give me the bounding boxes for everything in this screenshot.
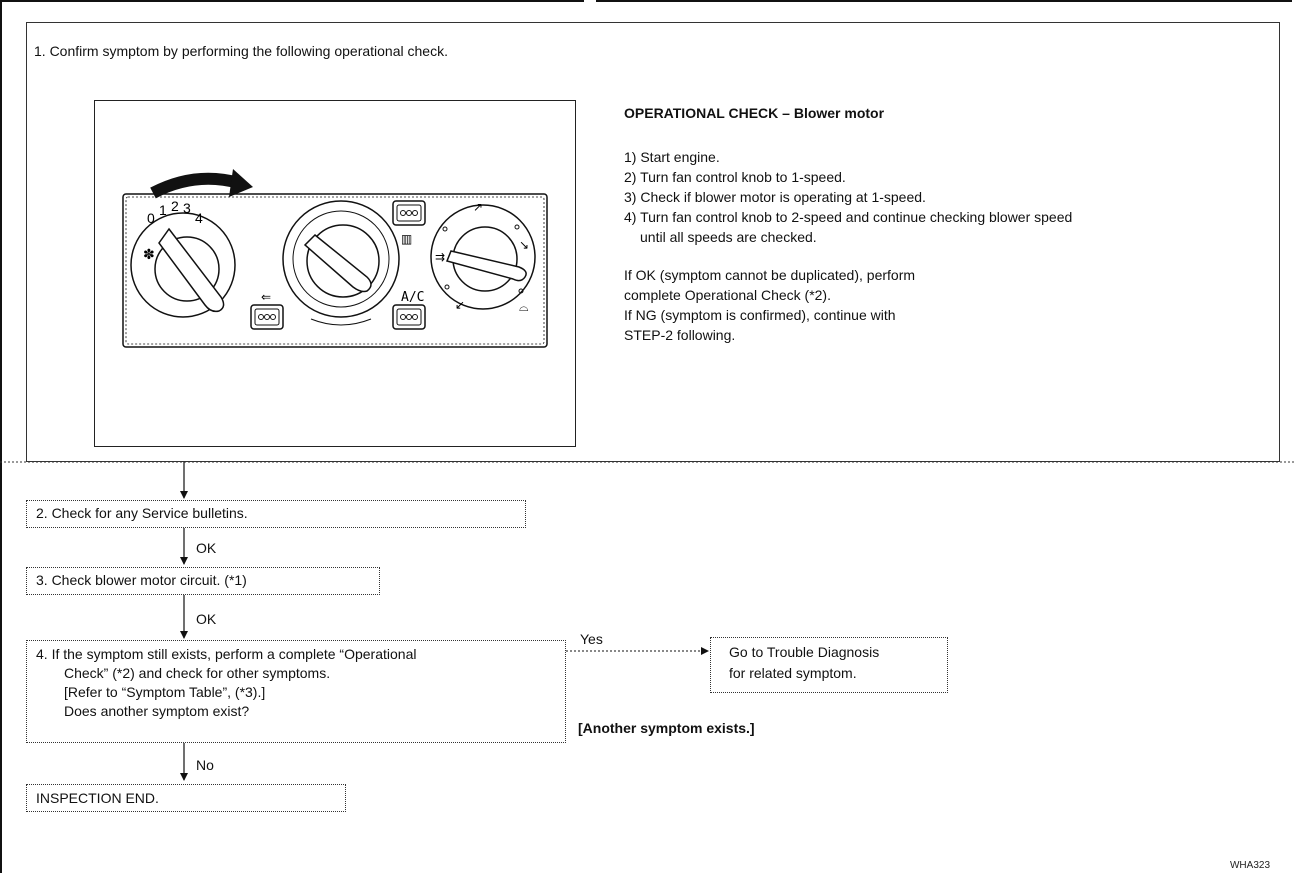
defrost-mode-icon: ⌓	[519, 300, 529, 314]
panel-inner-outline	[125, 196, 545, 345]
step2-text: 2. Check for any Service bulletins.	[36, 505, 248, 521]
fan-knob-pointer	[158, 227, 225, 313]
rear-defrost-icon: ▥	[401, 232, 412, 246]
figure-code: WHA323	[1229, 860, 1270, 871]
control-panel-illustration: 0 1 2 3 4 ✽ ▥ ↗ ⇉ ↘ ↙ ⌓ ⇐	[94, 100, 576, 447]
temp-knob-inner-ring	[292, 210, 390, 308]
bilevel-mode-icon: ⇉	[435, 250, 445, 264]
check-step-4-cont: until all speeds are checked.	[640, 229, 817, 245]
fan-icon: ✽	[143, 247, 155, 263]
yes-label: Yes	[580, 631, 603, 647]
result-line-3: If NG (symptom is confirmed), continue w…	[624, 307, 896, 323]
foot-mode-icon: ↘	[519, 238, 529, 252]
ac-label: A/C	[401, 290, 424, 305]
trouble-box	[710, 637, 948, 693]
check-step-4: 4) Turn fan control knob to 2-speed and …	[624, 209, 1073, 225]
temp-knob-base	[310, 318, 372, 326]
fan-scale-3: 3	[183, 200, 191, 216]
ok-label-2: OK	[196, 611, 217, 627]
fan-scale-4: 4	[195, 210, 203, 226]
control-panel-svg: 0 1 2 3 4 ✽ ▥ ↗ ⇉ ↘ ↙ ⌓ ⇐	[122, 169, 548, 348]
check-step-1: 1) Start engine.	[624, 149, 720, 165]
step3-text: 3. Check blower motor circuit. (*1)	[36, 572, 247, 588]
rotation-arrow-icon	[150, 172, 241, 199]
step1-heading: 1. Confirm symptom by performing the fol…	[34, 43, 448, 59]
ac-button	[392, 304, 426, 330]
result-line-1: If OK (symptom cannot be duplicated), pe…	[624, 267, 916, 283]
another-symptom-note: [Another symptom exists.]	[578, 720, 755, 736]
check-step-3: 3) Check if blower motor is operating at…	[624, 189, 926, 205]
trouble-line-2: for related symptom.	[729, 665, 857, 681]
check-step-2: 2) Turn fan control knob to 1-speed.	[624, 169, 846, 185]
fan-scale-2: 2	[171, 198, 179, 214]
intake-button	[250, 304, 284, 330]
end-text: INSPECTION END.	[36, 790, 159, 806]
end-box	[26, 784, 346, 812]
step4-line-4: Does another symptom exist?	[64, 703, 250, 719]
step3-box	[26, 567, 380, 595]
mode-knob-pointer	[445, 250, 527, 282]
frame-top-gap	[584, 0, 596, 4]
intake-icon: ⇐	[261, 290, 271, 304]
recirc-button	[392, 200, 426, 226]
temp-knob-pointer	[303, 233, 372, 293]
step4-line-3: [Refer to “Symptom Table”, (*3).]	[64, 684, 266, 700]
rotation-arrowhead-icon	[229, 169, 253, 197]
step4-box	[26, 640, 566, 743]
vent-mode-icon: ↗	[473, 200, 483, 214]
trouble-line-1: Go to Trouble Diagnosis	[729, 644, 880, 660]
fan-scale-1: 1	[159, 202, 167, 218]
ok-label-1: OK	[196, 540, 217, 556]
step2-box	[26, 500, 526, 528]
step4-line-1: 4. If the symptom still exists, perform …	[36, 646, 417, 662]
step4-line-2: Check” (*2) and check for other symptoms…	[64, 665, 331, 681]
result-line-2: complete Operational Check (*2).	[624, 287, 831, 303]
no-label: No	[196, 757, 214, 773]
result-line-4: STEP-2 following.	[624, 327, 736, 343]
foot-defrost-mode-icon: ↙	[455, 298, 465, 312]
fan-scale-0: 0	[147, 210, 155, 226]
check-title: OPERATIONAL CHECK – Blower motor	[624, 105, 885, 121]
recirc-button-inner	[396, 204, 422, 222]
